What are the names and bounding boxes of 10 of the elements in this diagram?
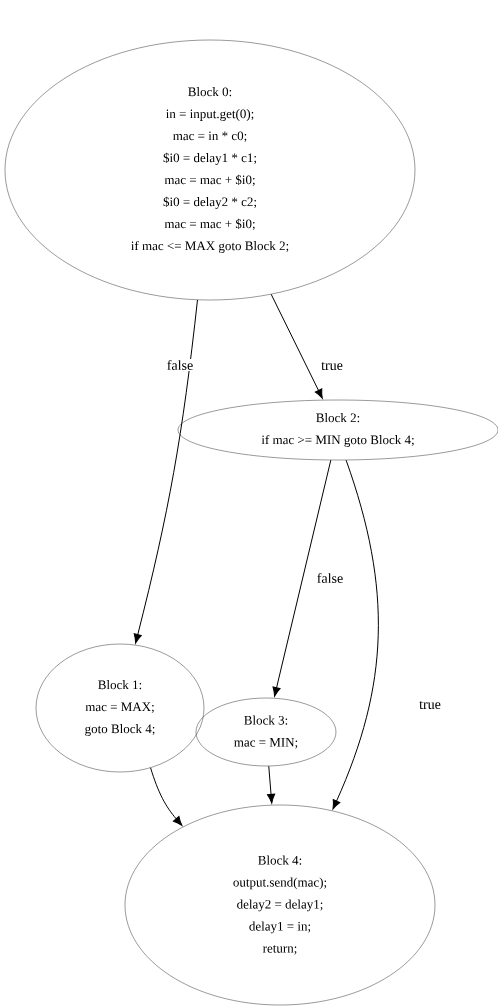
arrow (150, 767, 183, 826)
edge-label: true (418, 700, 442, 710)
arrow (266, 765, 276, 804)
edge-label: true (320, 361, 344, 371)
arrow (270, 293, 323, 399)
edge-label: false (315, 572, 345, 584)
arrow (133, 299, 198, 644)
edge-label: false (165, 359, 195, 371)
arrow (272, 459, 332, 697)
arrow (332, 459, 379, 810)
